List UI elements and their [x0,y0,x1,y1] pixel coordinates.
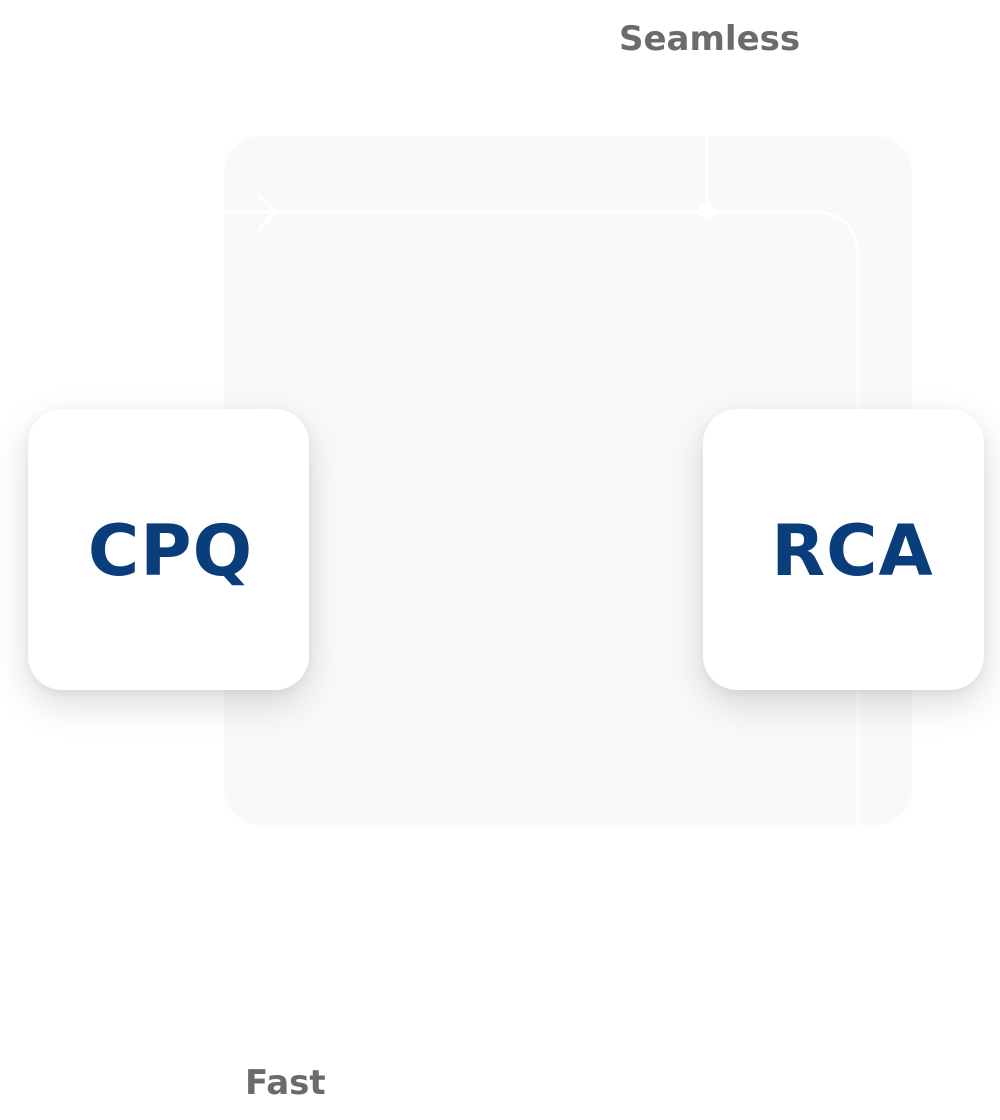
caption-seamless: Seamless [619,19,801,59]
rca-card: RCA [703,409,984,690]
cpq-card: CPQ [28,409,309,690]
rca-label: RCA [771,509,934,592]
caption-fast: Fast [245,1063,326,1103]
cpq-label: CPQ [87,509,254,592]
